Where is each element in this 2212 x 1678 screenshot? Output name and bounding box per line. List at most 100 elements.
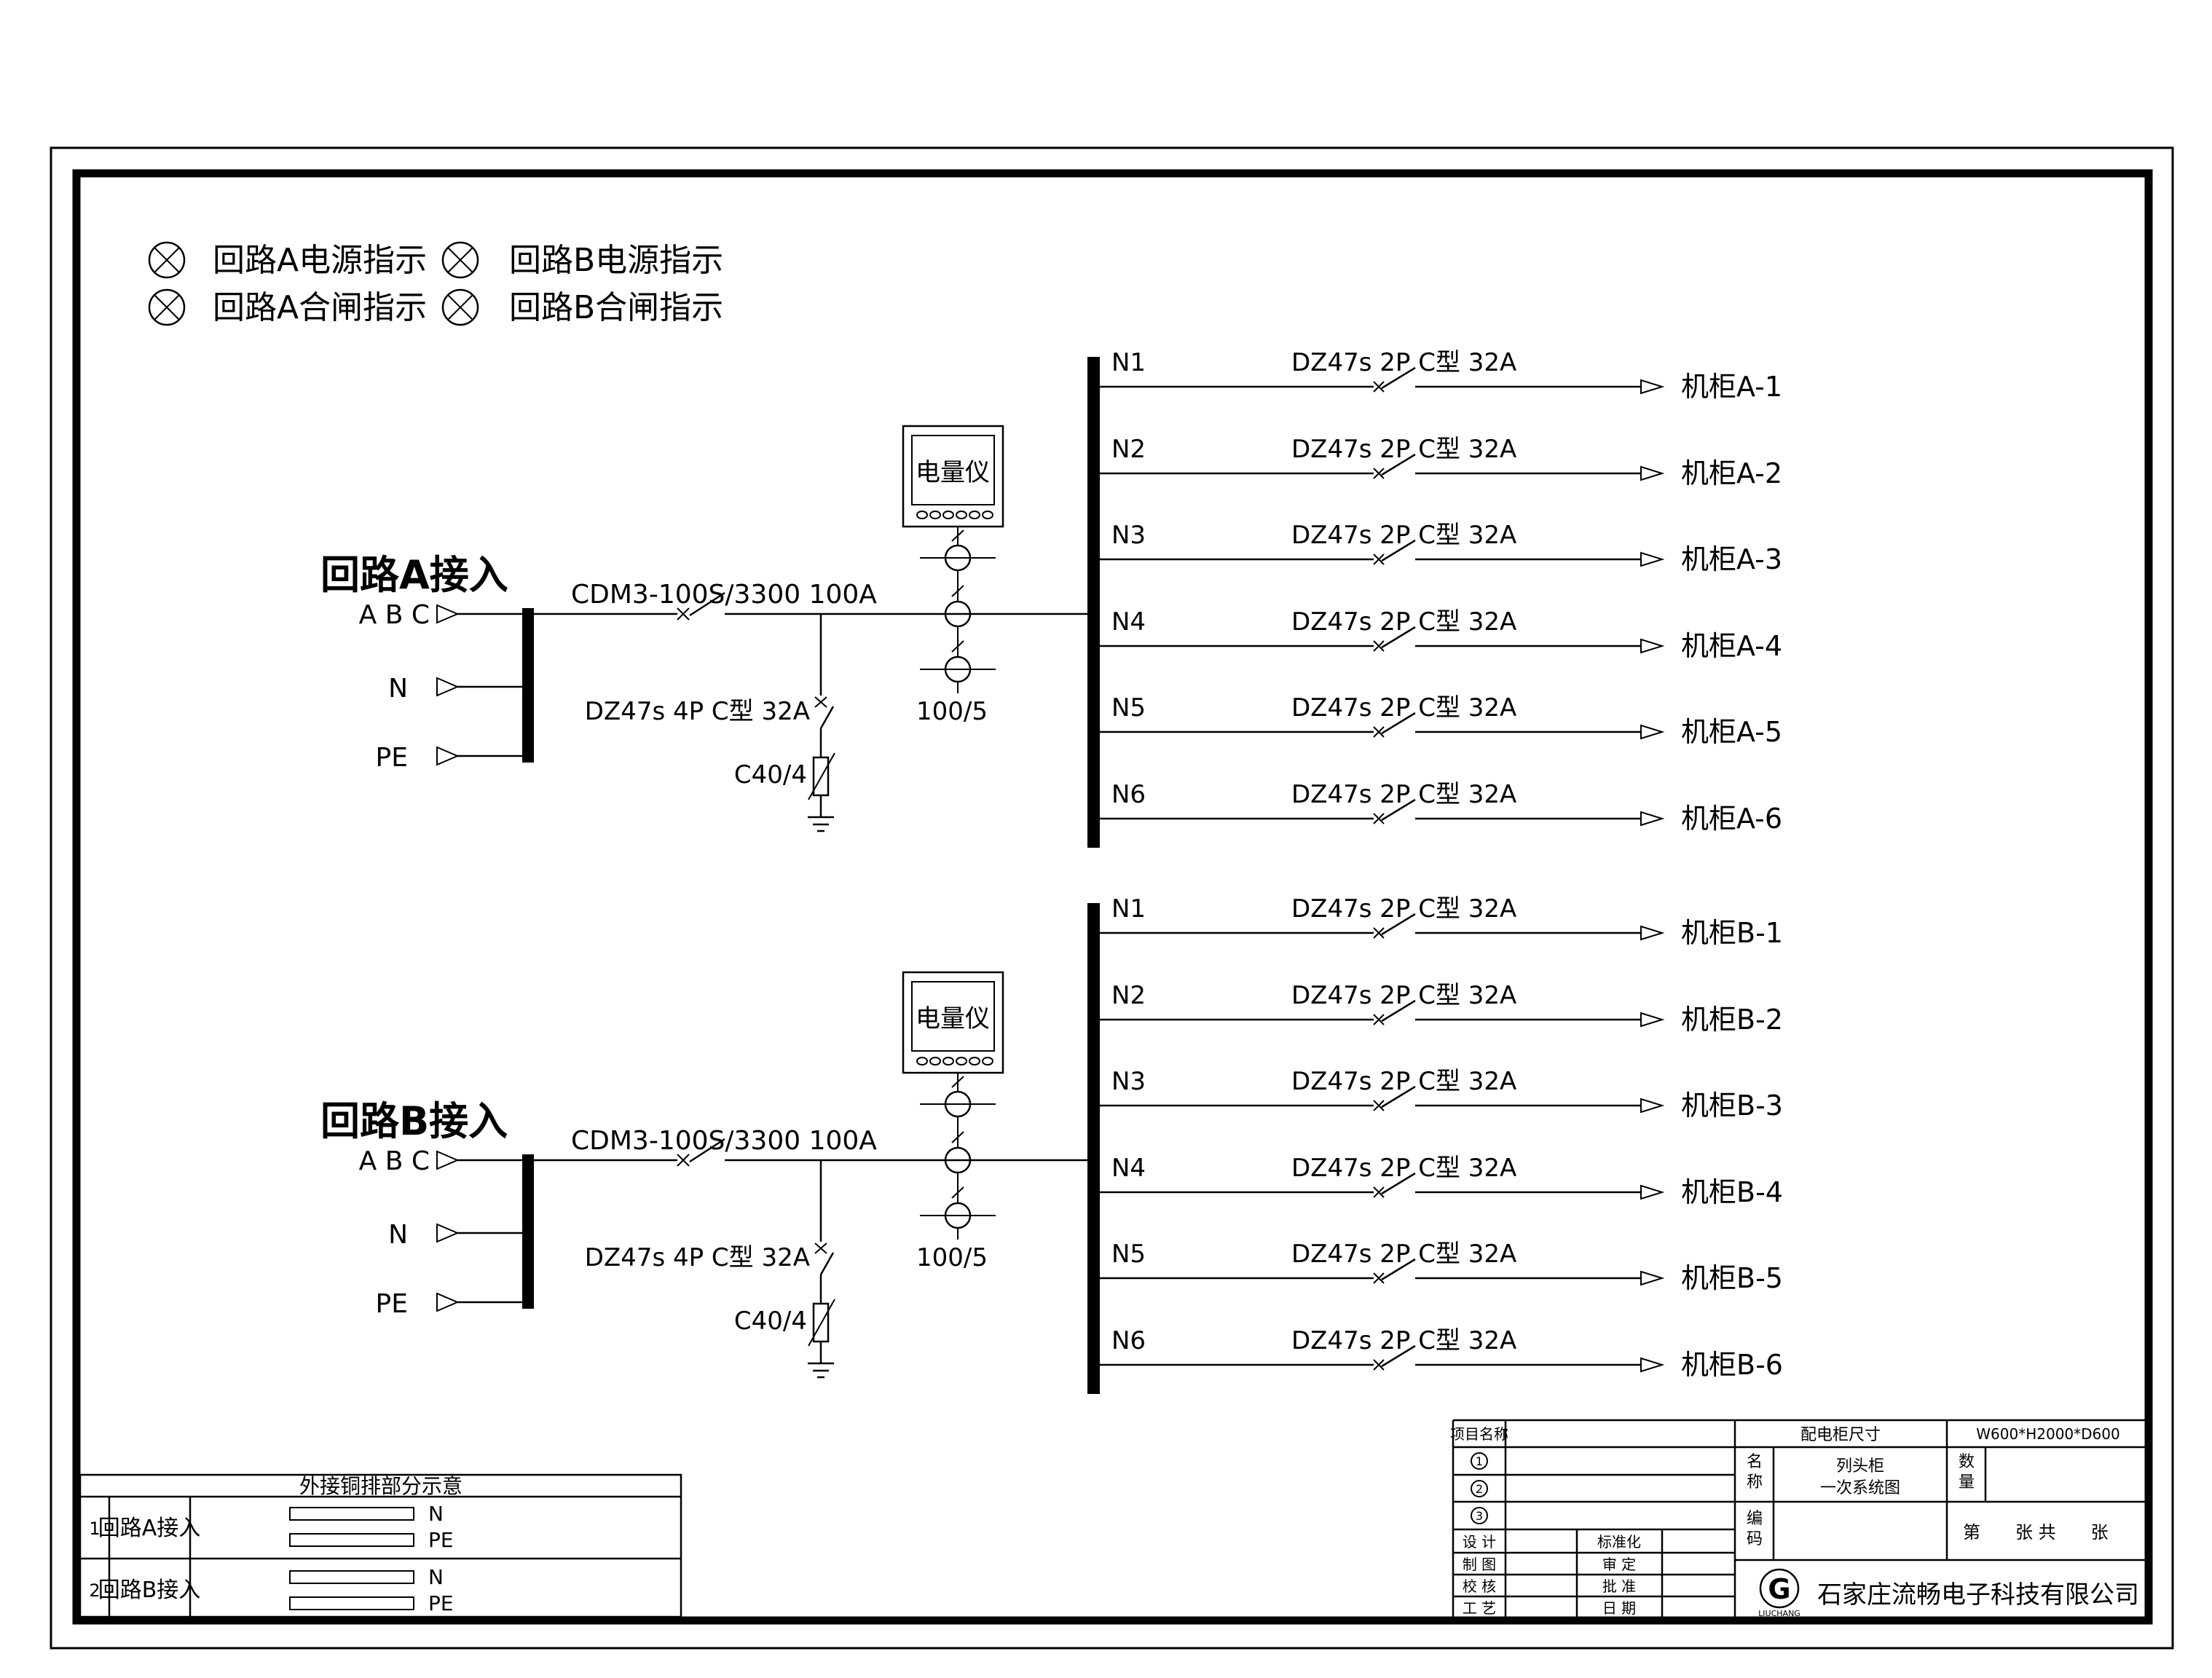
indicator-label: 回路B电源指示 bbox=[509, 242, 723, 279]
logo-letter: G bbox=[1768, 1573, 1790, 1605]
breaker-contact-icon bbox=[1373, 1100, 1385, 1111]
logo-circle-icon bbox=[1759, 1568, 1800, 1609]
current-transformers: 100/5 bbox=[916, 1073, 996, 1272]
meter-buttons-icon bbox=[916, 511, 993, 519]
branch-dest-label: 机柜B-3 bbox=[1681, 1090, 1783, 1122]
branch-breaker-label: DZ47s 2P C型 32A bbox=[1291, 435, 1516, 464]
table-row: 1 回路A接入 N PE bbox=[89, 1502, 453, 1552]
output-arrow-icon bbox=[1640, 1357, 1665, 1373]
output-arrow-icon bbox=[1640, 379, 1665, 395]
branch-breaker-label: DZ47s 2P C型 32A bbox=[1291, 981, 1516, 1010]
draft-label: 制 图 bbox=[1463, 1556, 1496, 1573]
input-arrow-icon bbox=[436, 604, 460, 624]
indicator-legend: 回路A电源指示 回路B电源指示 回路A合闸指示 回路B合闸指示 bbox=[148, 241, 723, 326]
input-arrow-icon bbox=[436, 1292, 460, 1312]
branch-breaker-label: DZ47s 2P C型 32A bbox=[1291, 1240, 1516, 1269]
frame-outer bbox=[50, 146, 2174, 1650]
row-number: 2 bbox=[89, 1580, 100, 1601]
neutral-label: N bbox=[388, 674, 408, 704]
table-row: 2 回路B接入 N PE bbox=[89, 1565, 453, 1615]
copper-bar-icon bbox=[289, 1596, 414, 1610]
branch-id: N5 bbox=[1111, 693, 1146, 722]
main-breaker-label: CDM3-100S/3300 100A bbox=[571, 1126, 877, 1156]
revision-mark-1: 1 bbox=[1471, 1452, 1488, 1470]
row-number: 1 bbox=[89, 1519, 100, 1539]
input-arrow-icon bbox=[436, 1150, 460, 1170]
output-arrow-icon bbox=[1640, 1098, 1665, 1114]
branch-row: N6 DZ47s 2P C型 32A 机柜B-6 bbox=[1100, 1326, 1783, 1381]
company-name: 石家庄流畅电子科技有限公司 bbox=[1817, 1580, 2139, 1610]
lamp-icon bbox=[441, 288, 479, 326]
breaker-blade-icon bbox=[1381, 1172, 1416, 1195]
ct-ratio-label: 100/5 bbox=[916, 1243, 988, 1272]
pe-label: PE bbox=[376, 1289, 408, 1319]
drawing-frame bbox=[50, 146, 2174, 1650]
meter-label: 电量仪 bbox=[916, 458, 990, 487]
main-feeder: CDM3-100S/3300 100A bbox=[457, 1126, 1087, 1167]
spd-branch: DZ47s 4P C型 32A C40/4 bbox=[585, 614, 835, 832]
breaker-contact-icon bbox=[1373, 381, 1385, 393]
branch-breaker-label: DZ47s 2P C型 32A bbox=[1291, 348, 1516, 377]
revision-number: 1 bbox=[1476, 1454, 1483, 1468]
output-arrow-icon bbox=[1640, 1270, 1665, 1286]
branch-breaker-label: DZ47s 2P C型 32A bbox=[1291, 521, 1516, 550]
meter-box bbox=[902, 971, 1004, 1074]
output-arrow-icon bbox=[1640, 1012, 1665, 1028]
input-arrow-icon bbox=[436, 746, 460, 766]
branch-row: N2 DZ47s 2P C型 32A 机柜B-2 bbox=[1100, 981, 1783, 1036]
row-name: 回路B接入 bbox=[98, 1577, 201, 1603]
breaker-blade-icon bbox=[689, 1138, 725, 1163]
branch-id: N2 bbox=[1111, 981, 1146, 1010]
circuit-title: 回路B接入 bbox=[320, 1098, 508, 1144]
spd-label: C40/4 bbox=[734, 760, 807, 789]
circuit-b: 回路B接入 A B C N PE CDM3-100S/3300 100A DZ4… bbox=[320, 894, 1783, 1394]
breaker-contact-icon bbox=[1373, 927, 1385, 939]
branch-row: N6 DZ47s 2P C型 32A 机柜A-6 bbox=[1100, 780, 1782, 835]
output-arrow-icon bbox=[1640, 551, 1665, 567]
lamp-icon bbox=[148, 241, 186, 279]
breaker-contact-icon bbox=[814, 696, 827, 708]
input-busbar bbox=[522, 608, 534, 763]
branch-dest-label: 机柜B-2 bbox=[1681, 1004, 1783, 1036]
branch-row: N2 DZ47s 2P C型 32A 机柜A-2 bbox=[1100, 435, 1782, 489]
approve-label: 批 准 bbox=[1602, 1577, 1636, 1595]
spd-breaker-label: DZ47s 4P C型 32A bbox=[585, 1243, 810, 1272]
breaker-contact-icon bbox=[1373, 726, 1385, 738]
meter-screen bbox=[911, 981, 995, 1052]
indicator-label: 回路A合闸指示 bbox=[213, 289, 427, 326]
ground-icon bbox=[808, 795, 834, 832]
breaker-contact-icon bbox=[1373, 813, 1385, 824]
pe-label: PE bbox=[376, 743, 408, 773]
check-label: 校 核 bbox=[1463, 1577, 1496, 1595]
incoming-terminals: A B C N PE bbox=[359, 1146, 534, 1319]
copper-bar-icon bbox=[289, 1570, 414, 1584]
branch-row: N1 DZ47s 2P C型 32A 机柜B-1 bbox=[1100, 894, 1783, 949]
branch-dest-label: 机柜A-6 bbox=[1681, 803, 1782, 835]
branch-row: N1 DZ47s 2P C型 32A 机柜A-1 bbox=[1100, 348, 1782, 403]
bar-label: PE bbox=[428, 1591, 454, 1615]
copper-bar-icon bbox=[289, 1507, 414, 1521]
branch-row: N5 DZ47s 2P C型 32A 机柜B-5 bbox=[1100, 1240, 1783, 1294]
name-value-line2: 一次系统图 bbox=[1820, 1479, 1900, 1497]
input-arrow-icon bbox=[436, 1223, 460, 1243]
breaker-contact-icon bbox=[1373, 1359, 1385, 1371]
breaker-blade-icon bbox=[1381, 1344, 1416, 1368]
main-feeder: CDM3-100S/3300 100A bbox=[457, 580, 1087, 621]
process-label: 工 艺 bbox=[1463, 1599, 1496, 1617]
meter-box bbox=[902, 425, 1004, 528]
quantity-label: 数量 bbox=[1959, 1453, 1975, 1492]
breaker-contact-icon bbox=[677, 607, 690, 621]
bar-label: N bbox=[428, 1565, 444, 1589]
code-label: 编码 bbox=[1747, 1510, 1763, 1548]
indicator-label: 回路A电源指示 bbox=[213, 242, 427, 279]
input-arrow-icon bbox=[436, 677, 460, 697]
cabinet-size-label: 配电柜尺寸 bbox=[1800, 1426, 1881, 1444]
branch-id: N3 bbox=[1111, 521, 1146, 550]
table-title: 外接铜排部分示意 bbox=[299, 1474, 463, 1498]
branch-row: N3 DZ47s 2P C型 32A 机柜B-3 bbox=[1100, 1067, 1783, 1122]
breaker-blade-icon bbox=[1381, 999, 1416, 1023]
branch-id: N4 bbox=[1111, 1154, 1146, 1183]
output-arrow-icon bbox=[1640, 724, 1665, 740]
company-logo: G LIUCHANG bbox=[1758, 1568, 1800, 1618]
lamp-icon bbox=[441, 241, 479, 279]
